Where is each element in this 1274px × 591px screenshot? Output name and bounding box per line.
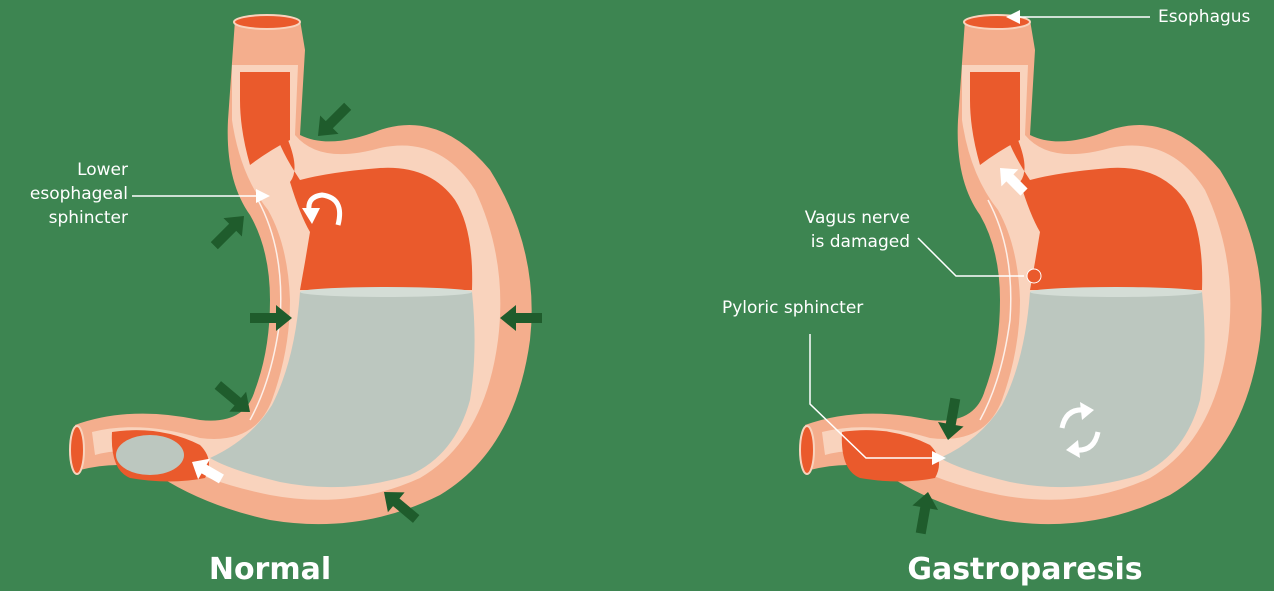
vagus-nerve-damage-dot [1027, 269, 1041, 283]
normal-pylorus-liquid [116, 435, 184, 475]
les-label-line-3: sphincter [0, 206, 128, 230]
vagus-label-line-1: Vagus nerve [740, 206, 910, 230]
les-label-line-1: Lower [0, 158, 128, 182]
les-label: Lower esophageal sphincter [0, 158, 128, 230]
normal-title: Normal [200, 552, 340, 587]
vagus-label-line-2: is damaged [740, 230, 910, 254]
normal-contraction-arrow-1 [309, 97, 357, 145]
gastroparesis-title: Gastroparesis [905, 552, 1145, 587]
vagus-label: Vagus nerve is damaged [740, 206, 910, 254]
les-label-line-2: esophageal [0, 182, 128, 206]
gastroparesis-panel [800, 10, 1262, 536]
pyloric-label: Pyloric sphincter [722, 296, 863, 320]
esophagus-label: Esophagus [1158, 5, 1250, 29]
normal-contraction-arrow-2 [205, 207, 253, 255]
normal-panel [70, 15, 542, 529]
